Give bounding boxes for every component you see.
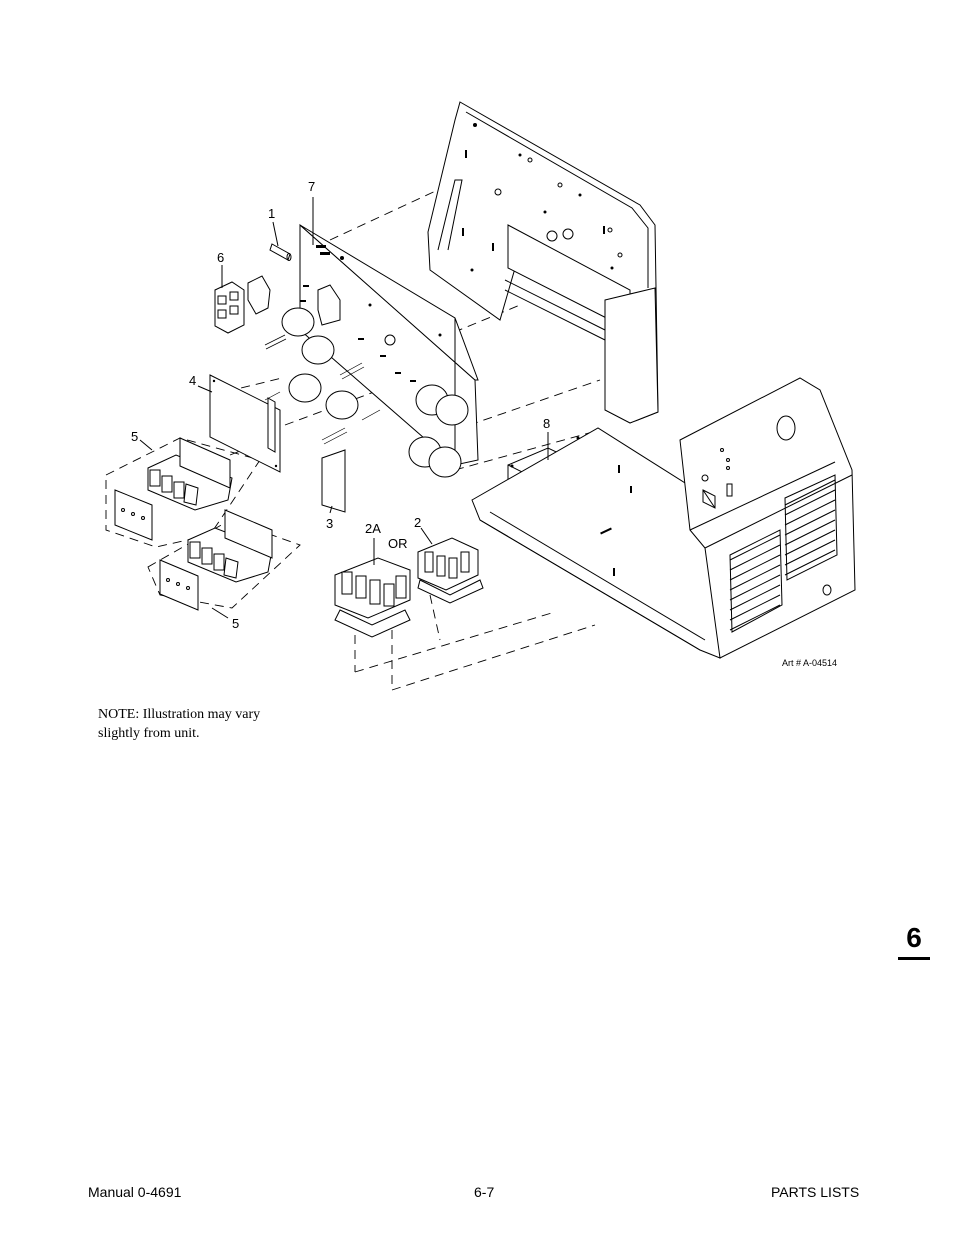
callout-3: 3 (326, 516, 333, 531)
module-assembly-upper (114, 437, 233, 541)
callout-or: OR (388, 536, 408, 551)
footer-section-title: PARTS LISTS (771, 1184, 860, 1200)
louvers (729, 474, 838, 633)
base-and-side-panel (471, 377, 856, 659)
note-line-2: slightly from unit. (98, 726, 200, 741)
callout-1: 1 (268, 206, 275, 221)
capacitors (281, 307, 469, 478)
terminal-block (214, 275, 287, 350)
callout-5-lower: 5 (232, 616, 239, 631)
section-tab-rule (898, 957, 930, 960)
callout-4: 4 (189, 373, 196, 388)
footer-page-number: 6-7 (474, 1184, 495, 1200)
note-line-1: NOTE: Illustration may vary (98, 707, 261, 722)
module-assembly-lower (159, 509, 273, 611)
callout-2: 2 (414, 515, 421, 530)
callout-labels: 7 1 6 4 5 3 2A OR 2 8 5 (131, 179, 550, 631)
art-number: Art # A-04514 (782, 658, 837, 668)
callout-2a: 2A (365, 521, 381, 536)
section-tab-number: 6 (906, 922, 922, 953)
main-pcb-assembly (281, 223, 479, 478)
contactor-2a (334, 557, 411, 638)
callout-6: 6 (217, 250, 224, 265)
callout-7: 7 (308, 179, 315, 194)
insulator-sheet (321, 449, 346, 513)
fuse (269, 243, 292, 261)
control-board (209, 374, 281, 473)
exploded-parts-diagram: 7 1 6 4 5 3 2A OR 2 8 5 Art # A-04514 (105, 101, 856, 691)
standoff-rods (321, 362, 381, 445)
illustration-note: NOTE: Illustration may vary slightly fro… (98, 705, 338, 743)
contactor-2 (417, 537, 484, 604)
rear-panel-chassis (427, 101, 659, 424)
callout-5-upper: 5 (131, 429, 138, 444)
footer-manual-number: Manual 0-4691 (88, 1184, 182, 1200)
callout-8: 8 (543, 416, 550, 431)
leader-lines (139, 197, 549, 619)
